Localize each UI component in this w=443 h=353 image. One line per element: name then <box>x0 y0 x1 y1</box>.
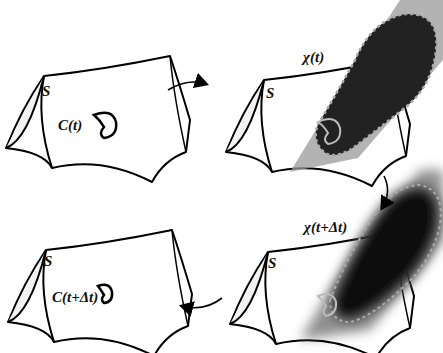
blurred-volume <box>300 170 443 340</box>
label: C(t) <box>58 118 82 133</box>
flow-arrow <box>168 82 206 90</box>
curve <box>98 285 112 303</box>
label: S <box>42 84 50 99</box>
label: S <box>266 86 274 101</box>
label: χ(t+Δt) <box>304 220 347 235</box>
label: S <box>44 254 52 269</box>
label: C(t+Δt) <box>52 290 98 305</box>
volume <box>290 0 443 172</box>
label: S <box>268 256 276 271</box>
saddle-surface <box>6 56 190 182</box>
flow-arrow <box>182 298 222 308</box>
label: χ(t) <box>303 50 324 65</box>
flow-arrow <box>382 176 388 208</box>
saddle-surface <box>8 230 192 353</box>
curve <box>94 113 116 138</box>
